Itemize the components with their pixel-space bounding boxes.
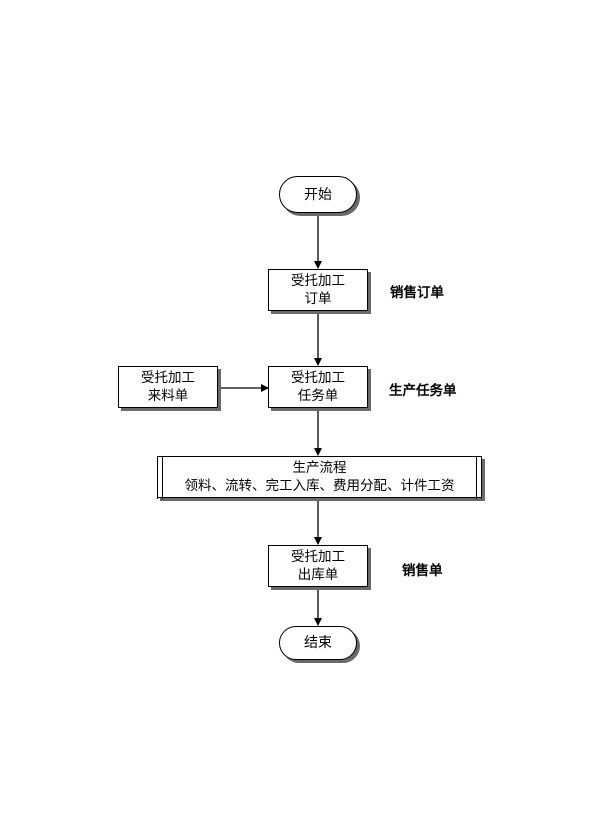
sales-bill-label: 销售单 (402, 563, 443, 579)
outbound-line1: 受托加工 (291, 549, 345, 565)
outbound-line2: 出库单 (297, 567, 339, 583)
production-left-bar (157, 455, 163, 499)
sales-order-label: 销售订单 (390, 285, 444, 301)
production-node: 生产流程 领料、流转、完工入库、费用分配、计件工资 (157, 455, 482, 499)
end-node: 结束 (279, 626, 357, 660)
production-right-bar (476, 455, 482, 499)
order-line1: 受托加工 (291, 273, 345, 289)
start-node: 开始 (279, 176, 357, 213)
material-line1: 受托加工 (141, 370, 195, 386)
end-label: 结束 (304, 635, 332, 651)
production-task-label: 生产任务单 (389, 383, 457, 399)
production-line1: 生产流程 (292, 460, 347, 476)
order-line2: 订单 (304, 291, 332, 307)
task-node: 受托加工 任务单 (268, 366, 368, 408)
task-line1: 受托加工 (291, 370, 345, 386)
start-label: 开始 (304, 186, 332, 203)
production-line2: 领料、流转、完工入库、费用分配、计件工资 (184, 478, 455, 494)
order-node: 受托加工 订单 (268, 269, 368, 311)
material-line2: 来料单 (147, 388, 189, 404)
material-node: 受托加工 来料单 (118, 366, 218, 408)
outbound-node: 受托加工 出库单 (268, 545, 368, 587)
task-line2: 任务单 (297, 388, 339, 404)
